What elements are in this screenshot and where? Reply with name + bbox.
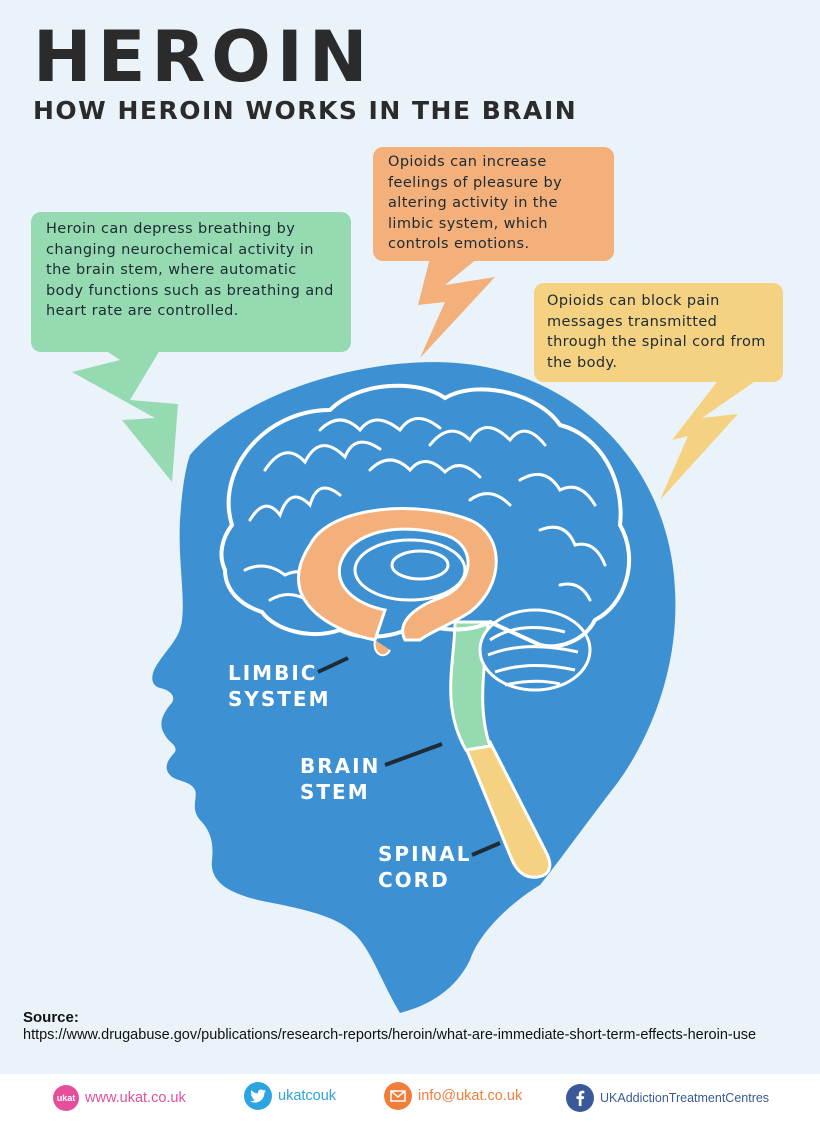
twitter-icon <box>244 1082 272 1110</box>
spinal-leader-line <box>471 841 501 857</box>
orange-bolt <box>418 258 495 358</box>
limbic-callout: Opioids can increase feelings of pleasur… <box>373 147 614 261</box>
twitter-handle[interactable]: ukatcouk <box>278 1088 337 1104</box>
facebook-page[interactable]: UKAddictionTreatmentCentres <box>600 1091 770 1105</box>
limbic-system-label: LIMBIC SYSTEM <box>228 661 331 711</box>
brain-outline <box>219 383 632 649</box>
brain-stem-label: BRAIN STEM <box>300 754 381 804</box>
limbic-system-shape <box>296 507 498 657</box>
page-subtitle: HOW HEROIN WORKS IN THE BRAIN <box>33 96 578 125</box>
facebook-contact[interactable]: UKAddictionTreatmentCentres <box>566 1084 769 1112</box>
email-icon <box>384 1082 412 1110</box>
email-link[interactable]: info@ukat.co.uk <box>418 1088 523 1104</box>
spinal-cord-shape <box>463 740 552 879</box>
email-contact[interactable]: info@ukat.co.uk <box>384 1082 522 1110</box>
facebook-icon <box>566 1084 594 1112</box>
spinal-callout: Opioids can block pain messages transmit… <box>534 283 783 382</box>
brainstem-leader-line <box>384 742 443 767</box>
website-link[interactable]: www.ukat.co.uk <box>85 1090 186 1106</box>
spinal-cord-label: SPINAL CORD <box>378 842 472 892</box>
brain-stem-callout: Heroin can depress breathing by changing… <box>31 212 351 352</box>
twitter-contact[interactable]: ukatcouk <box>244 1082 336 1110</box>
green-bolt <box>72 350 178 482</box>
brain-illustration <box>72 258 760 1013</box>
brain-gyri <box>243 417 607 604</box>
cerebellum <box>478 608 592 692</box>
website-contact[interactable]: ukat www.ukat.co.uk <box>53 1085 186 1111</box>
limbic-leader-line <box>317 656 349 674</box>
yellow-bolt <box>660 378 760 500</box>
ukat-logo-icon: ukat <box>53 1085 79 1111</box>
source-link[interactable]: https://www.drugabuse.gov/publications/r… <box>23 1027 757 1043</box>
source-heading: Source: <box>23 1009 79 1026</box>
page-title: HEROIN <box>33 16 374 98</box>
